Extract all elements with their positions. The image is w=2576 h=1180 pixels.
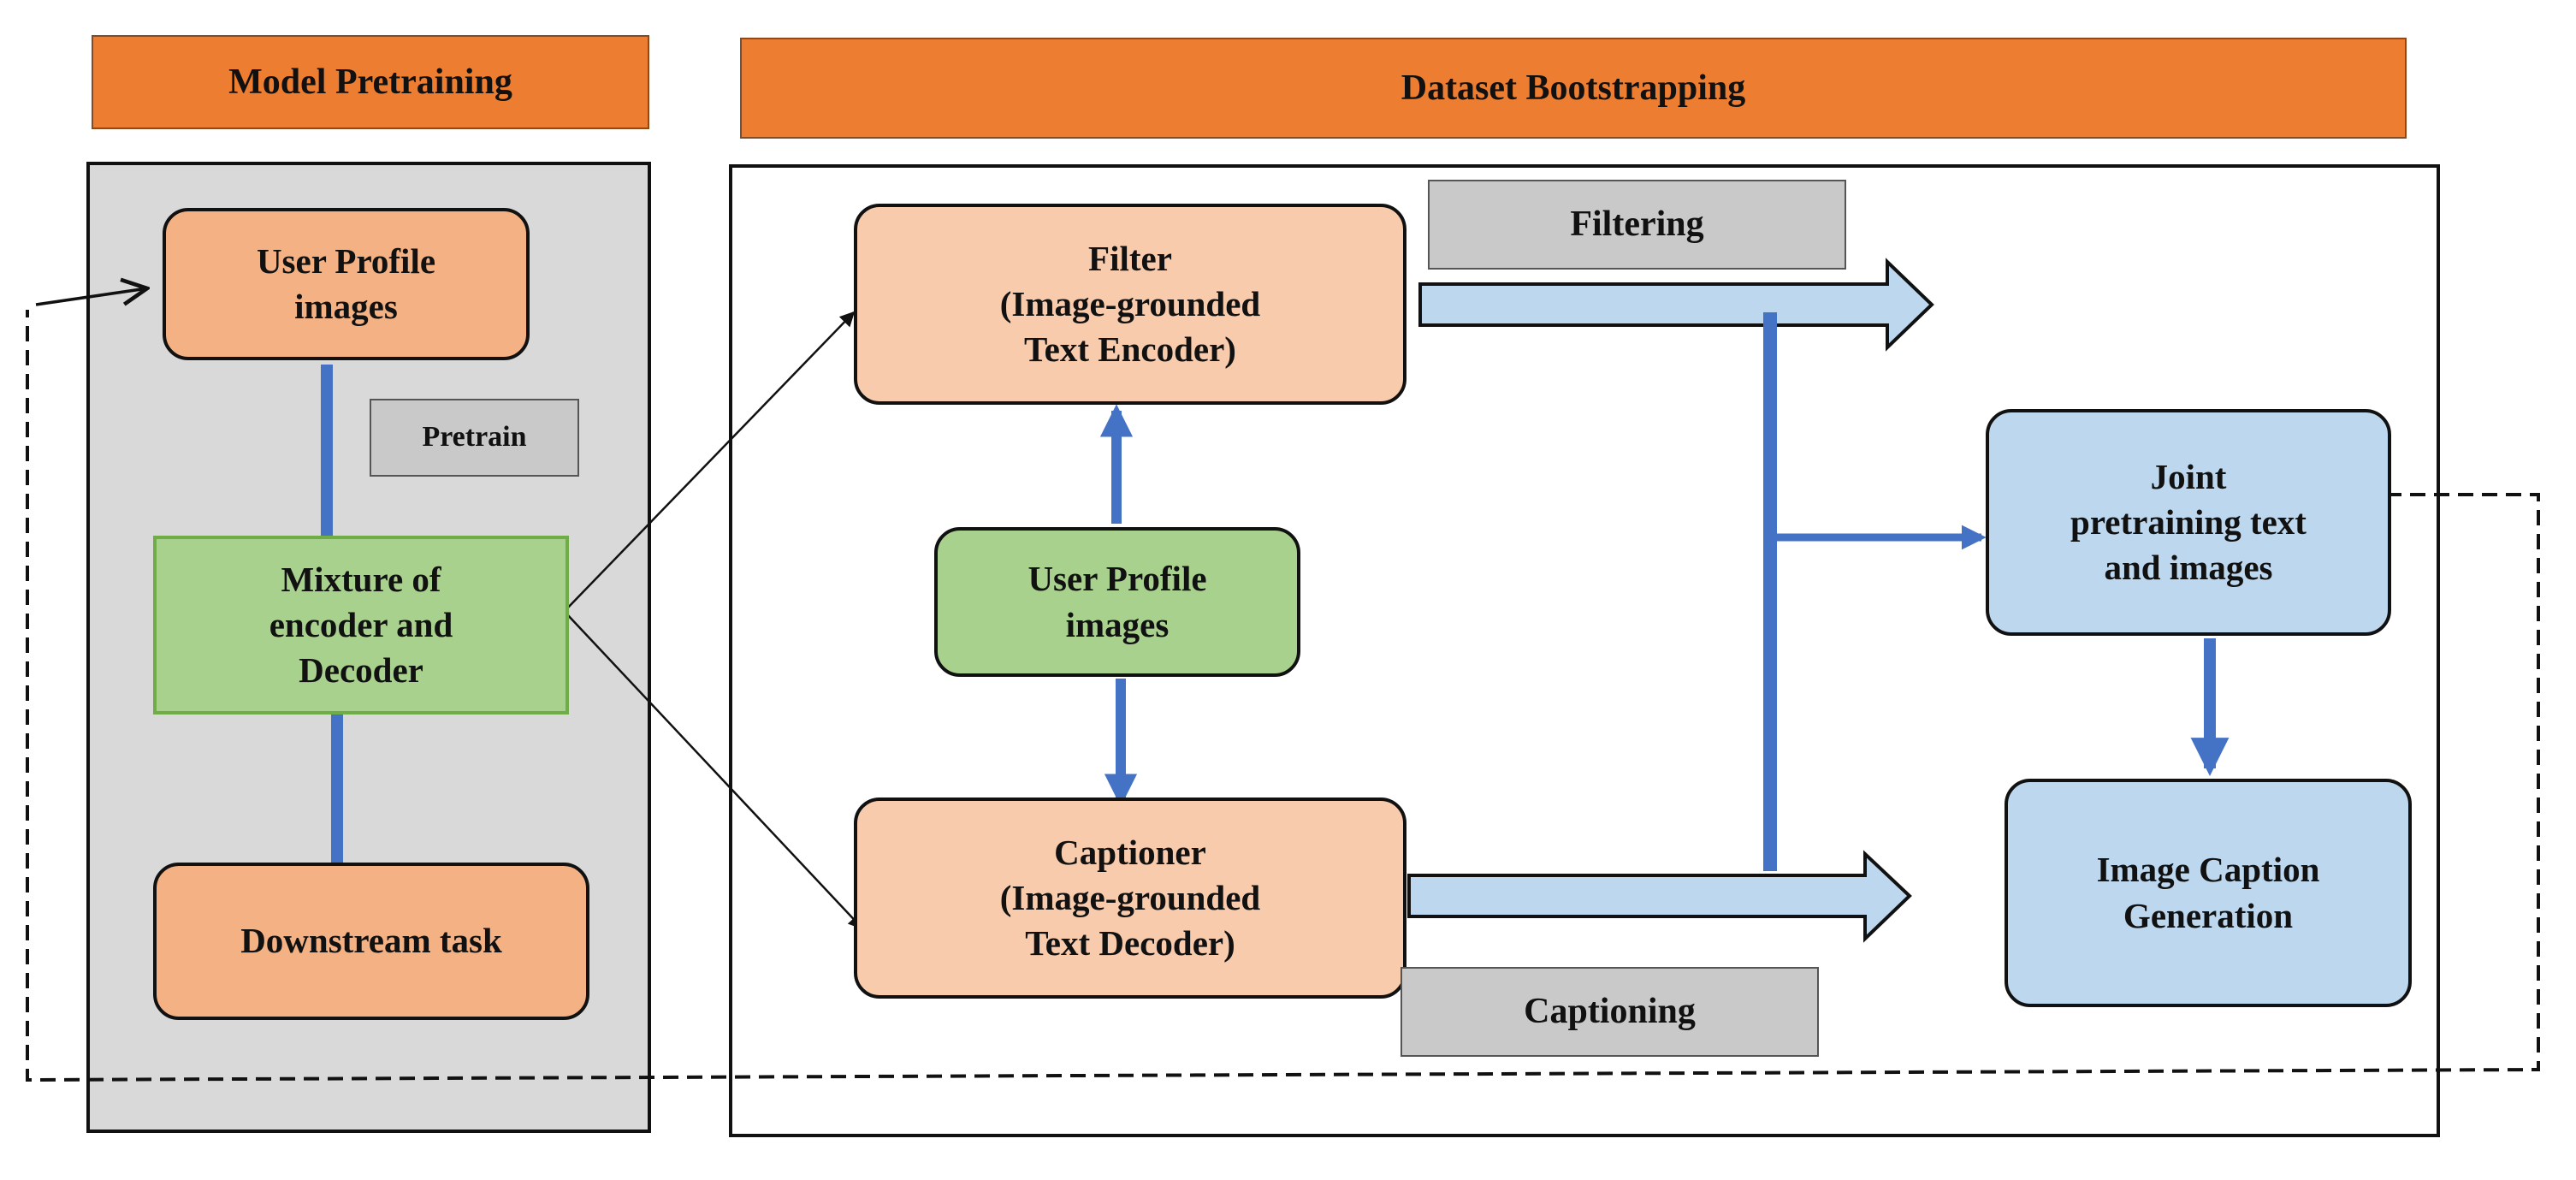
captioner-node: Captioner (Image-grounded Text Decoder): [854, 798, 1406, 999]
mixture-to-captioner-arrow: [566, 613, 864, 930]
mixture-to-filter-arrow: [566, 311, 856, 610]
user-profile-images-node: User Profile images: [163, 208, 530, 360]
filter-node: Filter (Image-grounded Text Encoder): [854, 204, 1406, 405]
feedback-loop-arrow: [35, 288, 147, 306]
center-user-profile-images-node: User Profile images: [934, 527, 1300, 677]
pretrain-tag: Pretrain: [370, 399, 579, 477]
dataset-bootstrapping-header: Dataset Bootstrapping: [740, 38, 2407, 139]
mixture-encoder-decoder-node: Mixture of encoder and Decoder: [153, 536, 569, 715]
feedback-loop-dashed-line: [26, 310, 2540, 1082]
captioner-output-block-arrow: [1407, 850, 1912, 943]
dataset-bootstrapping-panel: [729, 164, 2440, 1137]
model-pretraining-header: Model Pretraining: [92, 35, 649, 129]
downstream-task-node: Downstream task: [153, 863, 589, 1020]
filter-output-block-arrow: [1418, 258, 1934, 352]
joint-pretraining-node: Joint pretraining text and images: [1986, 409, 2391, 636]
image-caption-generation-node: Image Caption Generation: [2005, 779, 2412, 1007]
captioning-tag: Captioning: [1401, 967, 1819, 1057]
filtering-tag: Filtering: [1428, 180, 1846, 270]
